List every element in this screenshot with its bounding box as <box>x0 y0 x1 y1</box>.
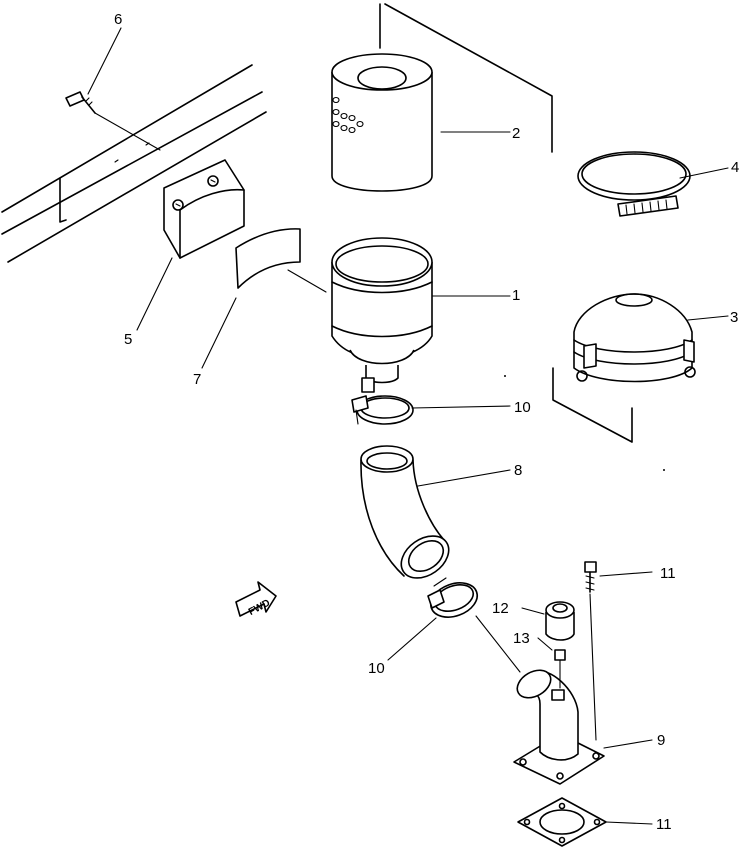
mounting-bracket <box>163 159 245 259</box>
speck-marks <box>504 375 665 471</box>
flange-gasket <box>517 797 607 847</box>
nipple-fitting <box>554 649 566 689</box>
elbow-hose <box>360 445 450 579</box>
element-perforations-icon <box>332 96 364 134</box>
callout-11: 11 <box>656 816 672 833</box>
callout-6: 6 <box>114 11 122 28</box>
hose-band <box>577 151 691 217</box>
bolt-with-rod <box>584 561 597 741</box>
cleaner-body <box>331 237 433 393</box>
dust-cap <box>573 293 696 383</box>
fwd-arrow-icon: FWD <box>235 581 277 618</box>
assembly-bracket-lower <box>552 367 633 443</box>
callout-8: 8 <box>514 462 522 479</box>
hose-clamp-lower <box>427 577 479 618</box>
callout-2: 2 <box>512 125 520 142</box>
callout-7: 7 <box>193 371 201 388</box>
callout-5: 5 <box>124 331 132 348</box>
assembly-bracket-upper <box>379 3 553 153</box>
callout-1: 1 <box>512 287 520 304</box>
mounting-bolt <box>65 91 161 151</box>
rubber-band <box>235 228 327 293</box>
dust-indicator <box>545 601 575 641</box>
callout-12: 11 <box>660 565 676 582</box>
callout-4: 4 <box>731 159 739 176</box>
callout-10-upper: 10 <box>514 399 531 416</box>
leader-lines <box>87 27 729 825</box>
frame-rail <box>1 64 267 263</box>
callout-13: 12 <box>492 600 509 617</box>
hose-clamp-upper <box>351 395 414 425</box>
outlet-pipe-flange <box>475 615 605 785</box>
callout-10-lower: 10 <box>368 660 385 677</box>
callout-14: 13 <box>513 630 530 647</box>
callout-labels: 6 2 4 1 3 5 7 10 8 11 12 13 10 9 11 <box>114 11 739 833</box>
outer-element <box>331 53 433 192</box>
callout-3: 3 <box>730 309 738 326</box>
callout-9: 9 <box>657 732 665 749</box>
